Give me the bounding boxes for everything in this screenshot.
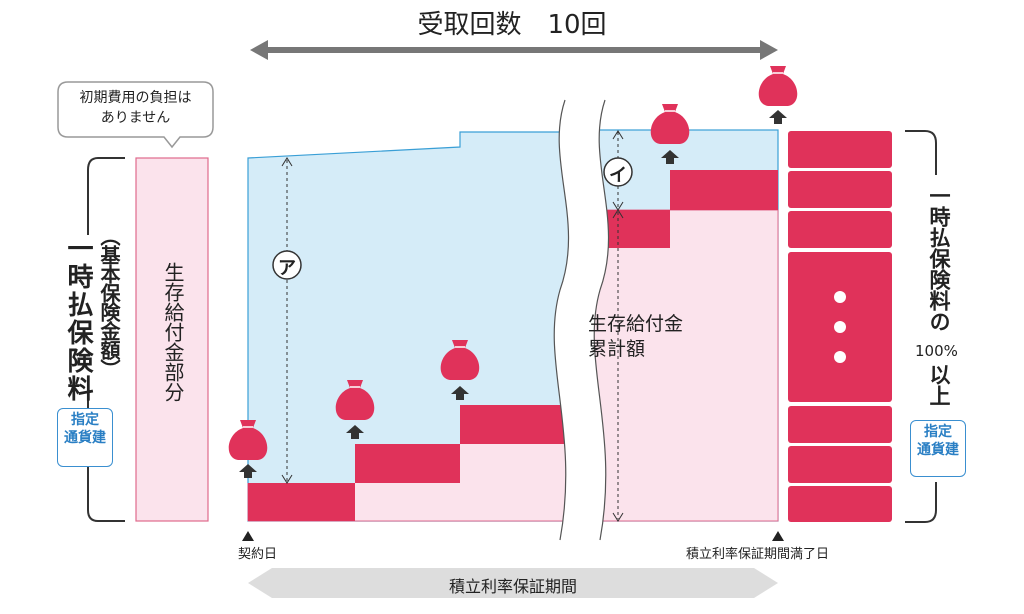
period-label: 積立利率保証期間 xyxy=(448,577,577,596)
label-i: イ xyxy=(609,165,627,186)
column-label: 生存給付金部分 xyxy=(161,262,185,402)
cumulative-line-2: 累計額 xyxy=(588,338,646,360)
right-percent: 100% xyxy=(915,342,958,360)
payout-blocks xyxy=(788,131,892,522)
cumulative-line-1: 生存給付金 xyxy=(588,313,684,335)
start-date-label: 契約日 xyxy=(238,547,278,562)
left-premium-label: 一時払保険料 xyxy=(63,235,93,403)
period-arrow xyxy=(248,568,778,598)
main-chart xyxy=(247,99,779,541)
speech-bubble xyxy=(57,81,214,149)
end-date-label: 積立利率保証期間満了日 xyxy=(686,547,830,562)
bubble-text: 初期費用の負担は ありません xyxy=(58,88,213,128)
right-bracket xyxy=(905,130,937,523)
step xyxy=(248,483,355,521)
cumulative-label: 生存給付金 累計額 xyxy=(588,312,683,362)
step xyxy=(670,170,778,210)
badge-line-2: 通貨建 xyxy=(917,442,959,458)
left-currency-badge: 指定 通貨建 xyxy=(57,408,113,467)
break-wave xyxy=(554,100,609,540)
right-above-label: 以上 xyxy=(927,364,951,406)
right-currency-badge: 指定 通貨建 xyxy=(910,420,966,477)
badge-line-1: 指定 xyxy=(924,424,952,440)
step xyxy=(355,444,460,483)
count-arrow xyxy=(250,40,778,60)
left-bracket xyxy=(87,157,125,522)
label-a: ア xyxy=(278,258,296,279)
step xyxy=(460,405,575,444)
survival-benefit-column xyxy=(135,157,209,522)
page-title: 受取回数 10回 xyxy=(417,10,607,40)
right-premium-label: 一時払保険料の xyxy=(927,185,951,332)
left-premium-sublabel: （基本保険金額） xyxy=(97,226,121,378)
start-marker xyxy=(242,531,784,541)
badge-line-2: 通貨建 xyxy=(64,430,106,446)
bubble-line-1: 初期費用の負担は xyxy=(79,90,192,106)
bubble-line-2: ありません xyxy=(100,110,171,126)
badge-line-1: 指定 xyxy=(71,412,99,428)
